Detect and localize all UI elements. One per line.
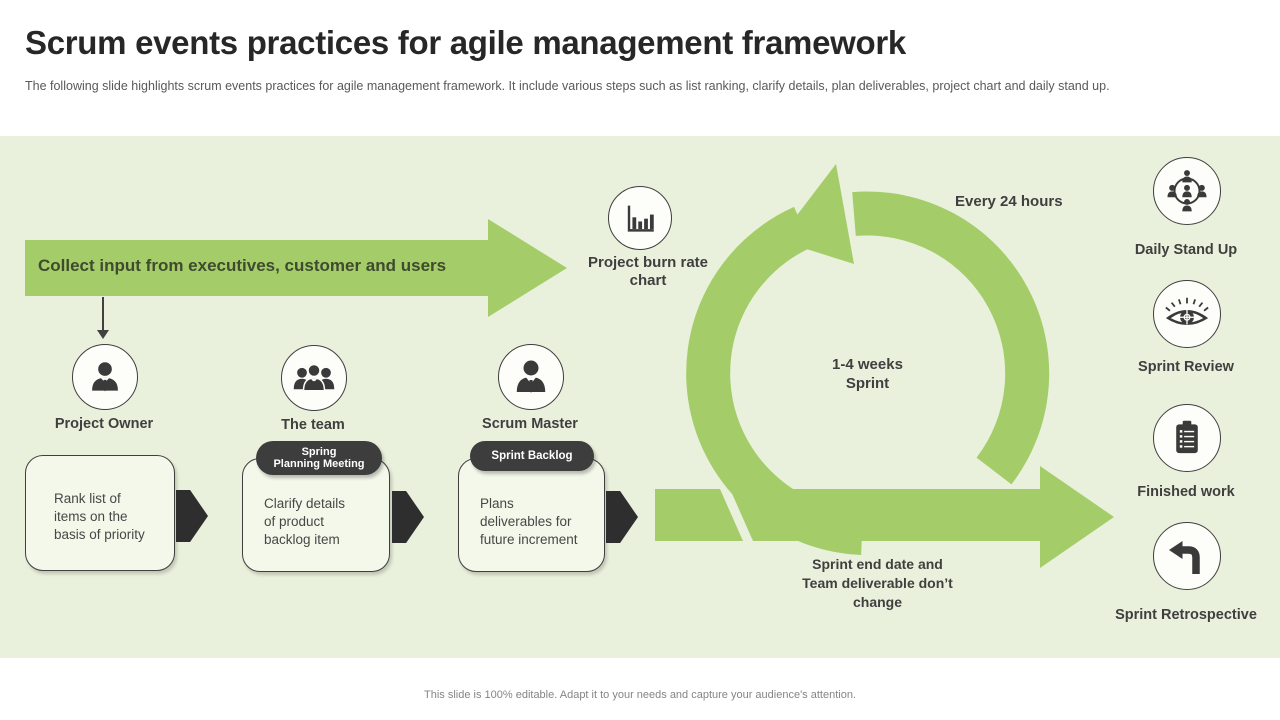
sprint-review-label: Sprint Review	[1138, 359, 1234, 375]
team-label: The team	[281, 417, 345, 433]
sprint-loop-shape	[655, 164, 1114, 568]
finished-work-label: Finished work	[1137, 484, 1235, 500]
team-box: Clarify details of product backlog item	[242, 458, 390, 572]
scrum-master-label: Scrum Master	[482, 416, 578, 432]
sprint-retrospective-icon-circle	[1153, 522, 1221, 590]
burn-rate-chart-label: Project burn rate chart	[587, 254, 709, 289]
people-group-icon	[1167, 170, 1207, 212]
bar-chart-icon	[627, 205, 654, 232]
people-team-icon	[293, 363, 335, 392]
scrum-master-avatar	[498, 344, 564, 410]
every-24-hours-label: Every 24 hours	[955, 193, 1063, 210]
finished-work-icon-circle	[1153, 404, 1221, 472]
team-avatar	[281, 345, 347, 411]
loop-entry-bar	[655, 489, 743, 541]
return-arrow-icon	[1169, 541, 1200, 574]
sprint-backlog-badge: Sprint Backlog	[470, 441, 594, 471]
person-tie-icon	[516, 360, 546, 393]
person-tie-icon	[92, 362, 118, 392]
spring-planning-meeting-badge: Spring Planning Meeting	[256, 441, 382, 475]
sprint-end-note: Sprint end date and Team deliverable don…	[802, 556, 953, 610]
project-owner-box: Rank list of items on the basis of prior…	[25, 455, 175, 571]
scrum-master-box: Plans deliverables for future increment	[458, 458, 605, 572]
eye-icon	[1165, 297, 1209, 325]
loop-arrowhead-right	[1040, 466, 1114, 568]
sprint-review-icon-circle	[1153, 280, 1221, 348]
project-owner-label: Project Owner	[54, 416, 154, 432]
slide-subtitle: The following slide highlights scrum eve…	[25, 79, 1110, 93]
loop-exit-shaft	[730, 489, 1042, 541]
sprint-duration-label: 1-4 weeks Sprint	[832, 356, 903, 392]
collect-input-arrow-label: Collect input from executives, customer …	[38, 256, 447, 275]
daily-stand-up-icon-circle	[1153, 157, 1221, 225]
project-owner-avatar	[72, 344, 138, 410]
burn-rate-chart-icon	[608, 186, 672, 250]
collect-input-arrow-shape	[25, 219, 567, 317]
sprint-retrospective-label: Sprint Retrospective	[1115, 607, 1257, 623]
daily-stand-up-label: Daily Stand Up	[1134, 242, 1238, 258]
clipboard-icon	[1176, 420, 1198, 454]
page-title: Scrum events practices for agile managem…	[25, 24, 906, 61]
footer-note: This slide is 100% editable. Adapt it to…	[424, 689, 856, 701]
connector-line	[102, 297, 104, 330]
connector-arrow-icon	[97, 330, 109, 339]
